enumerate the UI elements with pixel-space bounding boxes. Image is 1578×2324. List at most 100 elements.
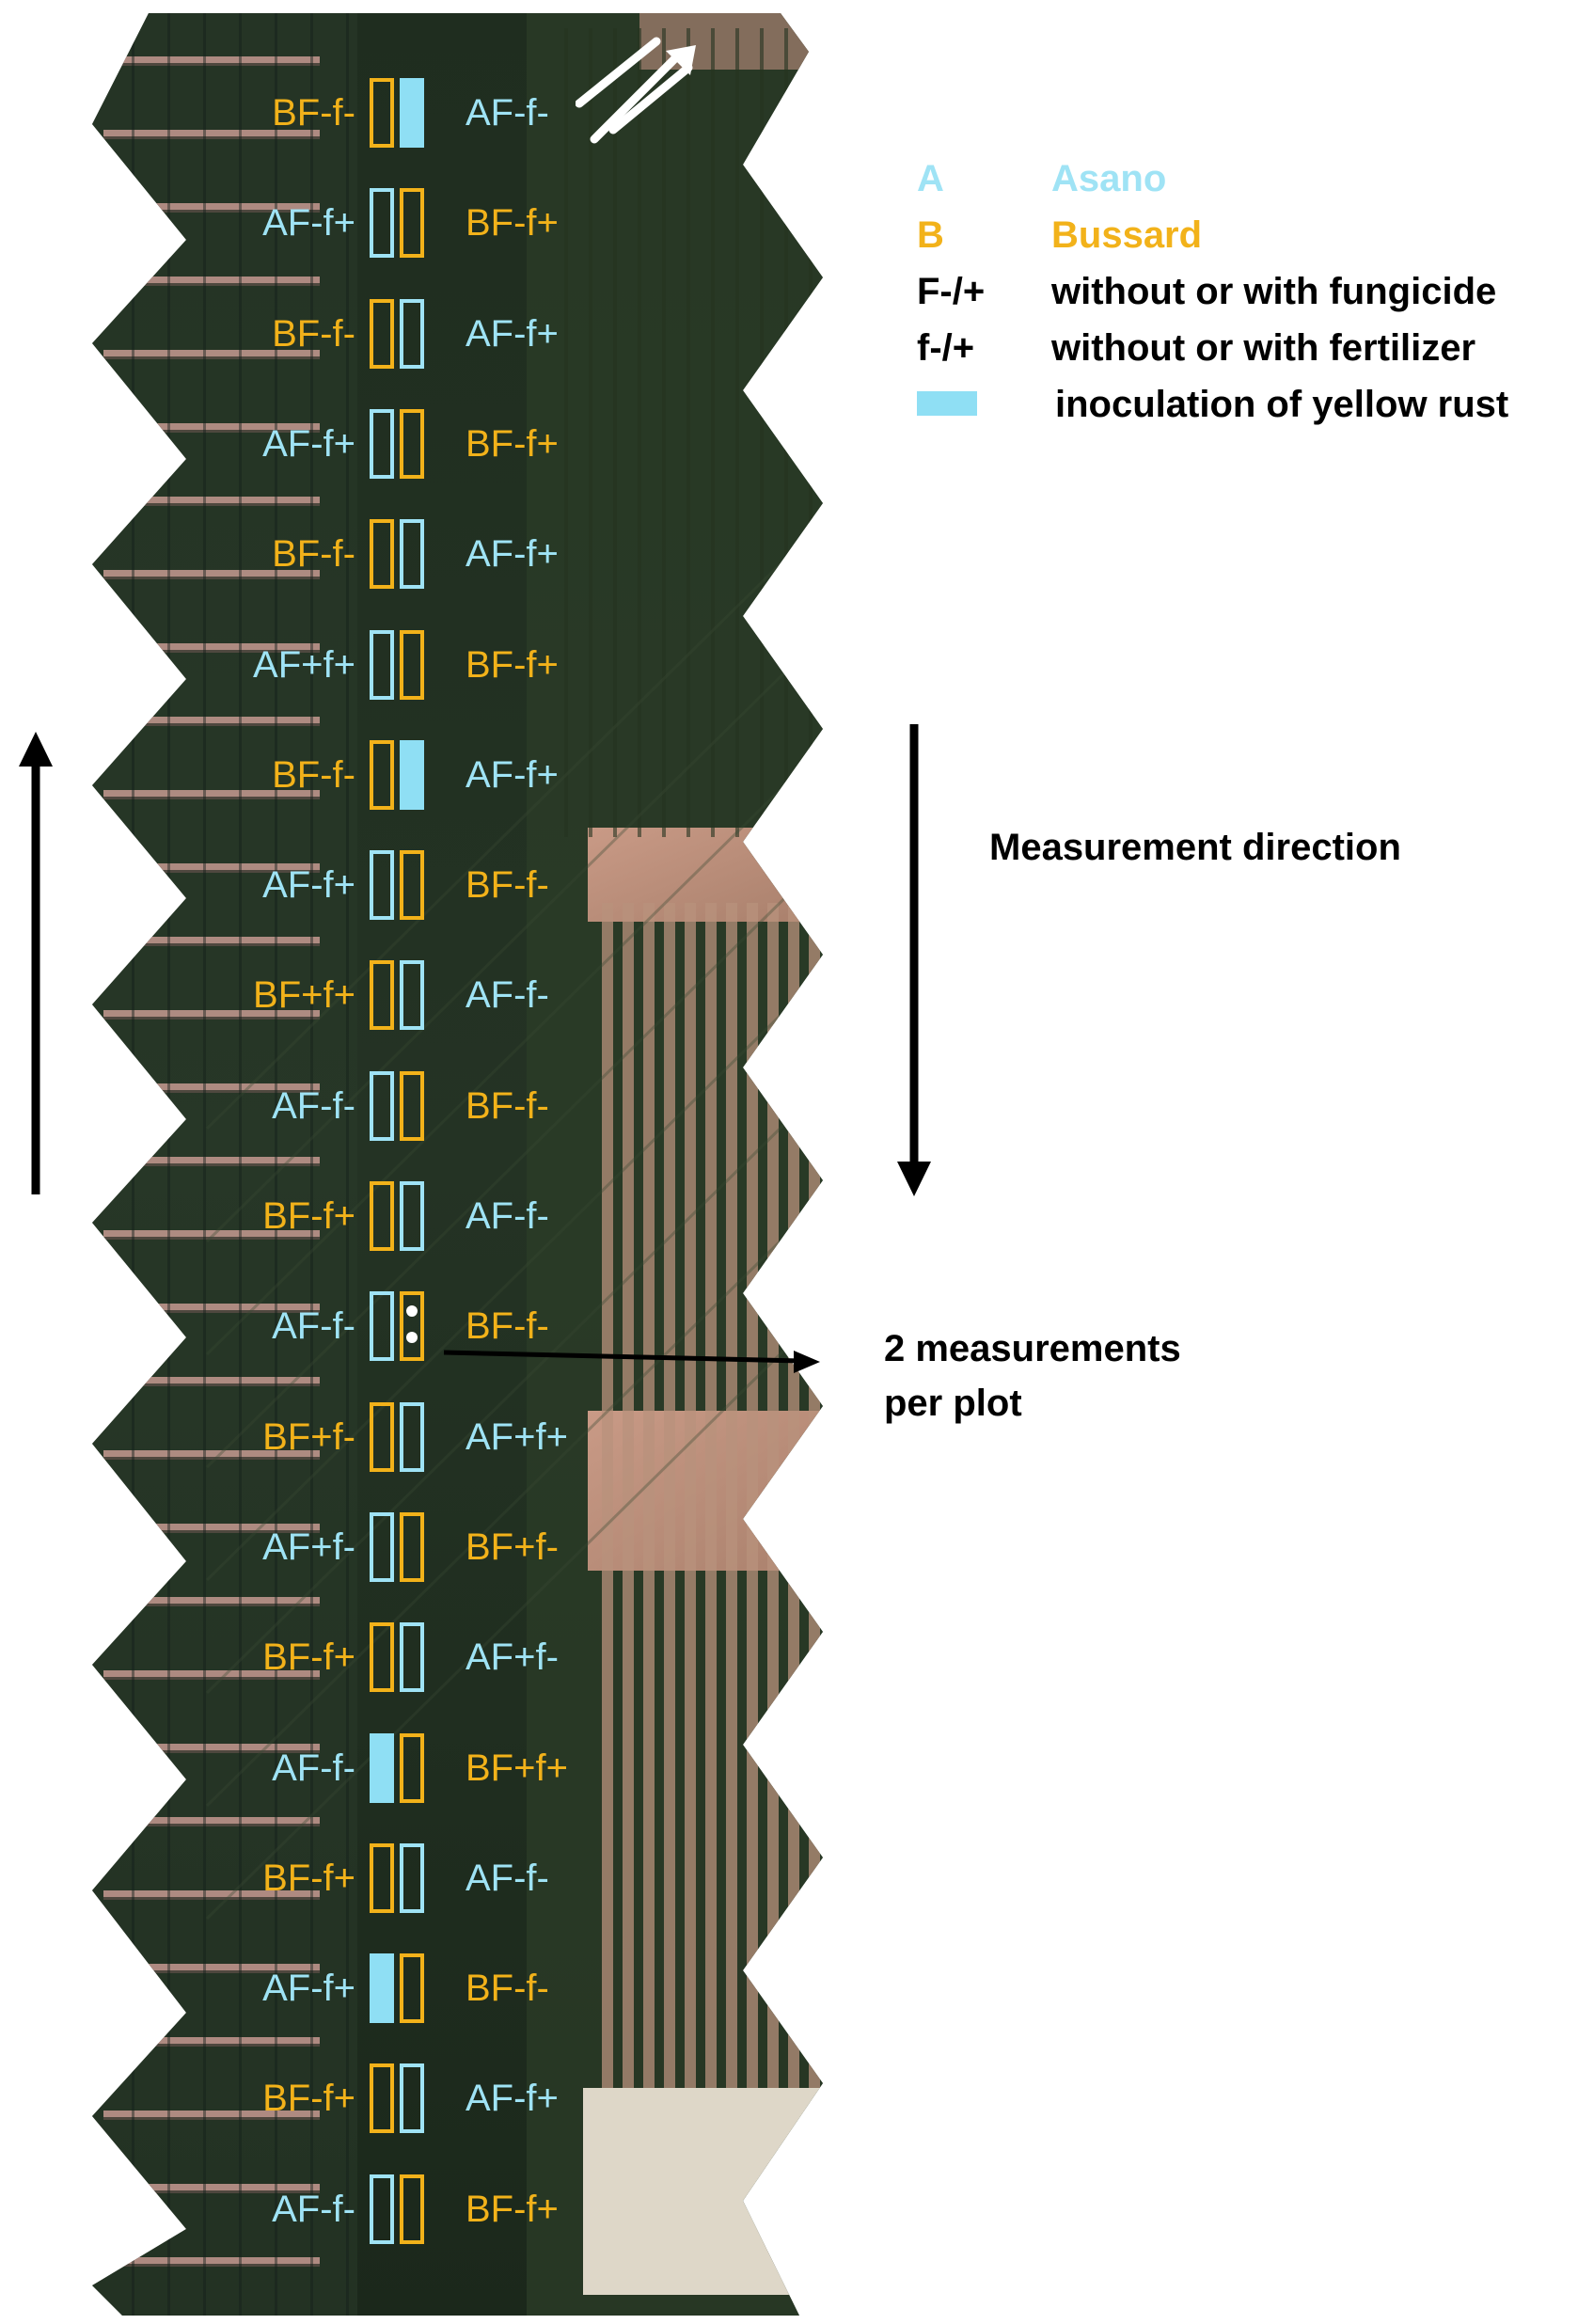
measurement-direction-label: Measurement direction	[989, 827, 1401, 868]
legend-description: Asano	[1051, 158, 1167, 199]
plot-box-right	[400, 1953, 424, 2024]
plot-box-left	[370, 78, 394, 148]
plot-label-right: AF-f-	[466, 1195, 549, 1237]
plot-label-left: AF-f-	[272, 1084, 355, 1127]
legend-key: f-/+	[917, 327, 975, 369]
plot-label-left: AF-f+	[262, 422, 355, 465]
measurement-point	[406, 1305, 418, 1318]
plot-label-left: BF-f+	[262, 2078, 355, 2120]
plot-label-right: BF-f-	[466, 1968, 549, 2010]
plot-box-left	[370, 1842, 394, 1913]
measurement-note: 2 measurements per plot	[884, 1321, 1181, 1431]
plot-box-right	[400, 408, 424, 479]
plot-box-right	[400, 629, 424, 700]
legend-description: without or with fungicide	[1051, 271, 1497, 312]
plot-label-left: BF-f-	[272, 753, 355, 796]
plot-box-right	[400, 850, 424, 921]
plot-box-left	[370, 1401, 394, 1472]
plot-label-right: AF+f+	[466, 1415, 568, 1458]
plot-box-right	[400, 519, 424, 590]
measurement-point	[406, 1332, 418, 1344]
legend-key: A	[917, 158, 944, 199]
plot-box-left	[370, 2063, 394, 2134]
plot-label-right: BF+f+	[466, 1747, 568, 1789]
plot-box-left	[370, 1622, 394, 1693]
legend-description: without or with fertilizer	[1051, 327, 1476, 369]
legend-swatch-inoculation	[917, 391, 977, 416]
plot-box-left	[370, 1732, 394, 1803]
plot-label-left: AF-f+	[262, 1968, 355, 2010]
plot-label-right: AF-f+	[466, 753, 559, 796]
plot-label-right: BF-f-	[466, 864, 549, 907]
plot-label-left: BF-f-	[272, 533, 355, 576]
plot-box-left	[370, 629, 394, 700]
plot-box-right	[400, 1511, 424, 1582]
plot-box-right	[400, 1070, 424, 1141]
plot-box-left	[370, 960, 394, 1031]
plot-box-right	[400, 1291, 424, 1362]
measurement-note-line-2: per plot	[884, 1383, 1022, 1424]
plot-box-left	[370, 1070, 394, 1141]
measurement-note-line-1: 2 measurements	[884, 1328, 1181, 1369]
measurement-pointer-head	[794, 1351, 820, 1373]
plot-label-right: BF-f+	[466, 202, 559, 245]
plot-box-right	[400, 2174, 424, 2244]
plot-label-left: AF-f-	[272, 2188, 355, 2230]
plot-label-right: BF-f-	[466, 1305, 549, 1348]
plot-label-right: AF-f-	[466, 1857, 549, 1899]
plot-box-right	[400, 298, 424, 369]
plot-label-left: BF-f+	[262, 1195, 355, 1237]
plot-label-left: AF+f-	[262, 1526, 355, 1568]
measurement-pointer-line	[443, 1350, 802, 1364]
legend-key: B	[917, 214, 944, 256]
plot-label-left: AF-f-	[272, 1305, 355, 1348]
legend-key: F-/+	[917, 271, 986, 312]
plot-label-right: AF-f+	[466, 2078, 559, 2120]
plot-box-left	[370, 188, 394, 259]
plot-label-right: AF+f-	[466, 1636, 559, 1679]
legend-description: inoculation of yellow rust	[1055, 384, 1509, 425]
plot-box-left	[370, 298, 394, 369]
plot-label-right: AF-f-	[466, 92, 549, 134]
plot-box-right	[400, 2063, 424, 2134]
plot-label-left: AF-f-	[272, 1747, 355, 1789]
plot-box-left	[370, 1953, 394, 2024]
plot-box-right	[400, 1181, 424, 1251]
plot-box-right	[400, 188, 424, 259]
plot-box-right	[400, 78, 424, 148]
plot-box-left	[370, 1181, 394, 1251]
north-arrow-icon	[576, 37, 696, 144]
plot-box-right	[400, 1732, 424, 1803]
legend-description: Bussard	[1051, 214, 1203, 256]
plot-label-right: AF-f+	[466, 533, 559, 576]
plot-box-left	[370, 850, 394, 921]
plot-label-left: AF-f+	[262, 864, 355, 907]
plot-label-left: BF-f-	[272, 92, 355, 134]
plot-box-left	[370, 519, 394, 590]
plot-label-right: BF-f-	[466, 1084, 549, 1127]
plot-box-right	[400, 1622, 424, 1693]
plot-label-left: AF-f+	[262, 202, 355, 245]
plot-box-left	[370, 1291, 394, 1362]
plot-box-right	[400, 1401, 424, 1472]
plot-label-left: AF+f+	[253, 643, 355, 686]
plot-box-right	[400, 1842, 424, 1913]
plot-label-left: BF+f+	[253, 974, 355, 1017]
plot-label-right: AF-f+	[466, 312, 559, 355]
plot-label-right: BF-f+	[466, 643, 559, 686]
plot-label-right: BF+f-	[466, 1526, 559, 1568]
plot-box-right	[400, 960, 424, 1031]
measurement-direction-arrowhead	[897, 1162, 931, 1196]
plot-label-right: AF-f-	[466, 974, 549, 1017]
plot-label-left: BF+f-	[262, 1415, 355, 1458]
plot-box-left	[370, 2174, 394, 2244]
plot-box-left	[370, 408, 394, 479]
plot-label-left: BF-f+	[262, 1636, 355, 1679]
plot-label-left: BF-f-	[272, 312, 355, 355]
plot-box-left	[370, 739, 394, 810]
plot-label-right: BF-f+	[466, 422, 559, 465]
plot-label-right: BF-f+	[466, 2188, 559, 2230]
up-arrow-head	[19, 732, 53, 767]
